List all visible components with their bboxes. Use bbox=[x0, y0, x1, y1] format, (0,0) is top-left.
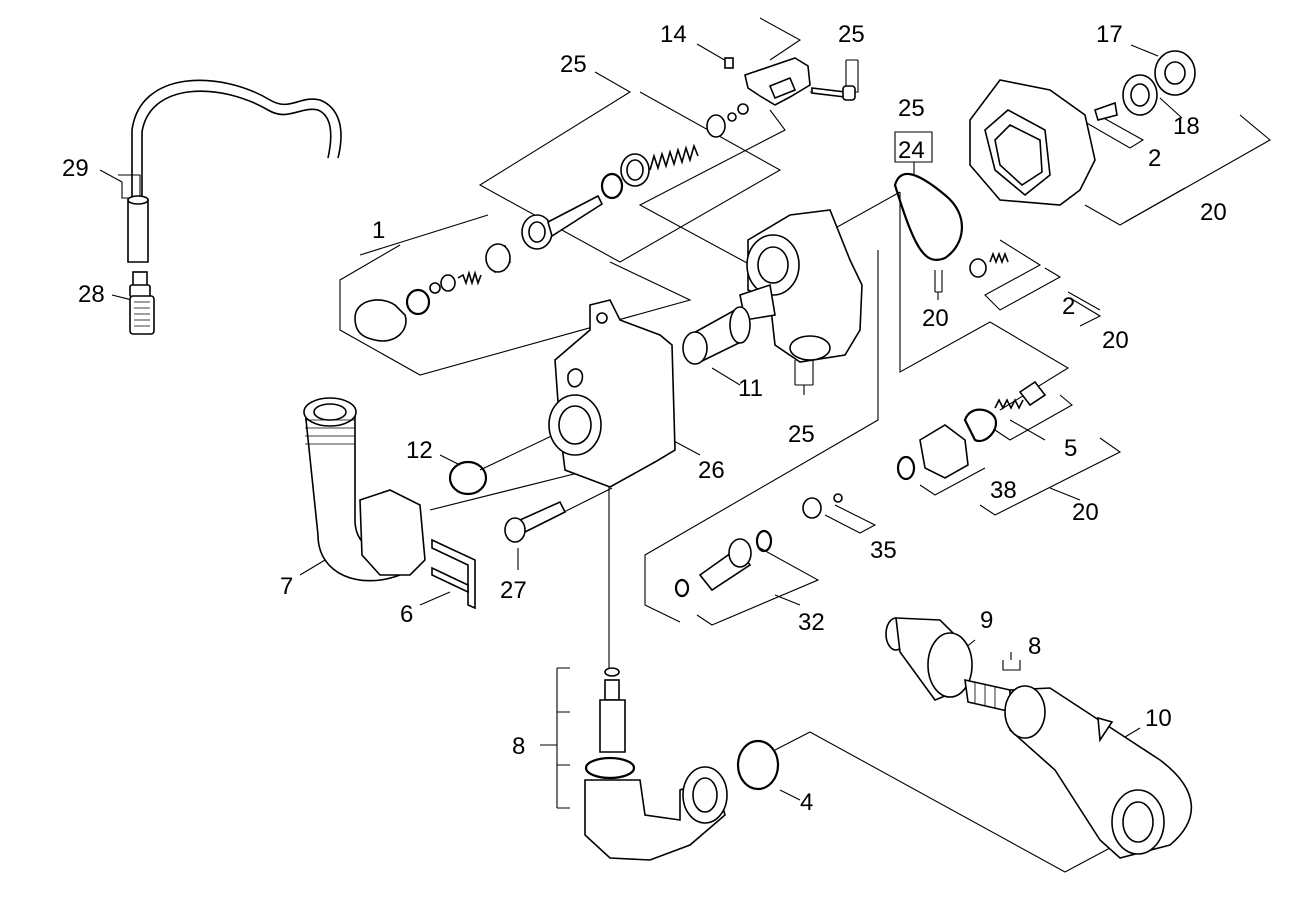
clip-part-14 bbox=[724, 57, 811, 106]
callout-26: 26 bbox=[698, 457, 725, 484]
callout-11: 11 bbox=[738, 375, 763, 402]
plug-part-38 bbox=[896, 408, 998, 481]
callout-7: 7 bbox=[280, 573, 293, 600]
valve-part-5 bbox=[994, 380, 1047, 410]
callout-25-seal: 25 bbox=[898, 95, 925, 122]
callout-1: 1 bbox=[372, 217, 385, 244]
valve-part-32 bbox=[674, 529, 773, 598]
seal-part-24 bbox=[893, 172, 963, 261]
callout-2-mid: 2 bbox=[1062, 293, 1075, 320]
callout-12: 12 bbox=[406, 437, 433, 464]
callout-20-top: 20 bbox=[1200, 199, 1227, 226]
hose-connector-part-9 bbox=[885, 617, 973, 701]
inlet-pipe-part-10 bbox=[1004, 685, 1193, 859]
callout-labels: 25 14 25 17 18 2 20 25 24 20 2 20 29 28 … bbox=[62, 21, 1227, 816]
oring-part-12 bbox=[448, 460, 488, 496]
callout-38: 38 bbox=[990, 477, 1017, 504]
inlet-elbow-part-8 bbox=[584, 667, 728, 861]
screw-part-25 bbox=[811, 85, 856, 101]
callout-10: 10 bbox=[1145, 705, 1172, 732]
callout-20-seal: 20 bbox=[922, 305, 949, 332]
manifold-part bbox=[739, 209, 863, 363]
callout-25-screw: 25 bbox=[838, 21, 865, 48]
callout-4: 4 bbox=[800, 789, 813, 816]
housing-part-26 bbox=[548, 299, 676, 488]
nipple-part-11 bbox=[682, 306, 751, 365]
callout-2-top: 2 bbox=[1148, 145, 1161, 172]
bolt-part-27 bbox=[504, 500, 567, 543]
callout-6: 6 bbox=[400, 601, 413, 628]
callout-27: 27 bbox=[500, 577, 527, 604]
elbow-part-7 bbox=[303, 397, 426, 582]
callout-5: 5 bbox=[1064, 435, 1077, 462]
oring-part-4 bbox=[736, 739, 780, 791]
callout-20-mid: 20 bbox=[1102, 327, 1129, 354]
valve-stack-25 bbox=[521, 103, 749, 250]
callout-35: 35 bbox=[870, 537, 897, 564]
clip-part-6 bbox=[431, 538, 476, 610]
callout-20-lower: 20 bbox=[1072, 499, 1099, 526]
callout-14: 14 bbox=[660, 21, 687, 48]
hose-part-29 bbox=[127, 79, 342, 263]
callout-29: 29 bbox=[62, 155, 89, 182]
callout-32: 32 bbox=[798, 609, 825, 636]
cylinder-head-part-20 bbox=[969, 50, 1196, 206]
filter-part-28 bbox=[129, 271, 155, 335]
callout-25-valve-stack: 25 bbox=[560, 51, 587, 78]
callout-28: 28 bbox=[78, 281, 105, 308]
callout-18: 18 bbox=[1173, 113, 1200, 140]
valve-part-1 bbox=[354, 243, 511, 342]
callout-24: 24 bbox=[898, 137, 925, 164]
fitting-part-35 bbox=[802, 493, 843, 519]
callout-25-manifold: 25 bbox=[788, 421, 815, 448]
valve-part-2 bbox=[969, 251, 1009, 278]
callout-8-right: 8 bbox=[1028, 633, 1041, 660]
callout-9: 9 bbox=[980, 607, 993, 634]
callout-17: 17 bbox=[1096, 21, 1123, 48]
callout-8-left: 8 bbox=[512, 733, 525, 760]
